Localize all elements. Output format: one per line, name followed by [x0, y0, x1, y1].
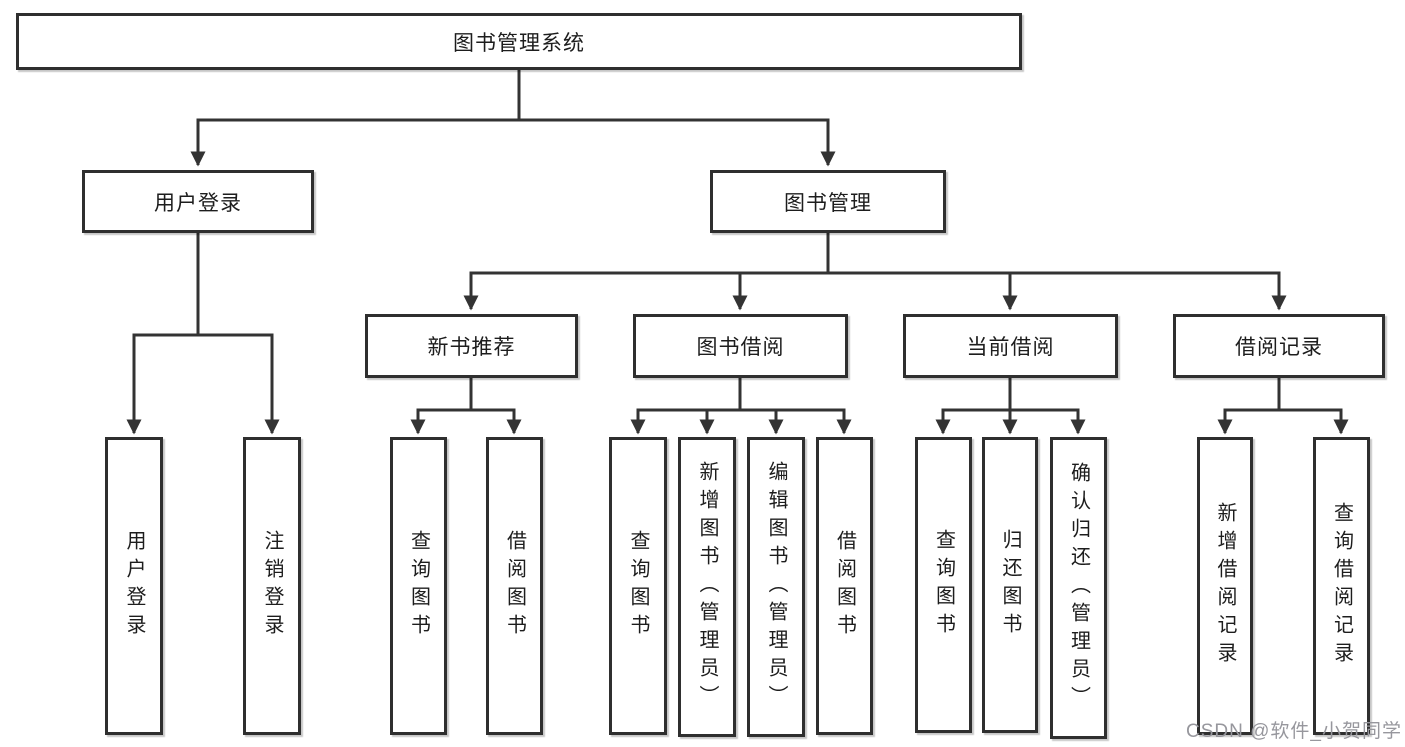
leaf-label: 借阅图书 — [833, 530, 856, 642]
leaf-confirm-return-admin: 确认归还（管理员） — [1050, 437, 1107, 739]
leaf-add-book-admin: 新增图书（管理员） — [678, 437, 736, 737]
csdn-watermark: CSDN @软件_小贺同学 — [1186, 721, 1402, 742]
leaf-label: 新增借阅记录 — [1214, 502, 1236, 670]
leaf-label: 查询借阅记录 — [1330, 502, 1353, 670]
leaf-logout: 注销登录 — [243, 437, 301, 735]
leaf-label: 借阅图书 — [503, 530, 526, 642]
leaf-label: 确认归还（管理员） — [1067, 462, 1090, 714]
leaf-query-books-current: 查询图书 — [915, 437, 972, 733]
node-user-login: 用户登录 — [82, 170, 314, 233]
leaf-add-borrow-record: 新增借阅记录 — [1197, 437, 1253, 735]
node-new-book-recommend: 新书推荐 — [365, 314, 578, 378]
leaf-query-books-borrowing: 查询图书 — [609, 437, 667, 735]
leaf-borrow-books-recommend: 借阅图书 — [486, 437, 543, 735]
node-book-management: 图书管理 — [710, 170, 946, 233]
leaf-edit-book-admin: 编辑图书（管理员） — [747, 437, 805, 737]
leaf-label: 查询图书 — [407, 530, 430, 642]
node-root-library-system: 图书管理系统 — [16, 13, 1022, 70]
leaf-label: 查询图书 — [932, 529, 955, 641]
leaf-label: 新增图书（管理员） — [696, 461, 718, 713]
leaf-label: 注销登录 — [261, 530, 283, 642]
connector-arrows — [126, 120, 1349, 435]
leaf-return-book: 归还图书 — [982, 437, 1038, 733]
leaf-label: 查询图书 — [627, 530, 649, 642]
node-book-borrowing: 图书借阅 — [633, 314, 848, 378]
node-borrowing-records: 借阅记录 — [1173, 314, 1385, 378]
leaf-query-books-recommend: 查询图书 — [390, 437, 447, 735]
node-current-borrowing: 当前借阅 — [903, 314, 1118, 378]
leaf-label: 用户登录 — [123, 530, 145, 642]
leaf-borrow-books-borrowing: 借阅图书 — [816, 437, 873, 735]
leaf-user-login: 用户登录 — [105, 437, 163, 735]
leaf-label: 编辑图书（管理员） — [765, 461, 787, 713]
leaf-label: 归还图书 — [999, 529, 1021, 641]
leaf-query-borrow-record: 查询借阅记录 — [1313, 437, 1370, 735]
